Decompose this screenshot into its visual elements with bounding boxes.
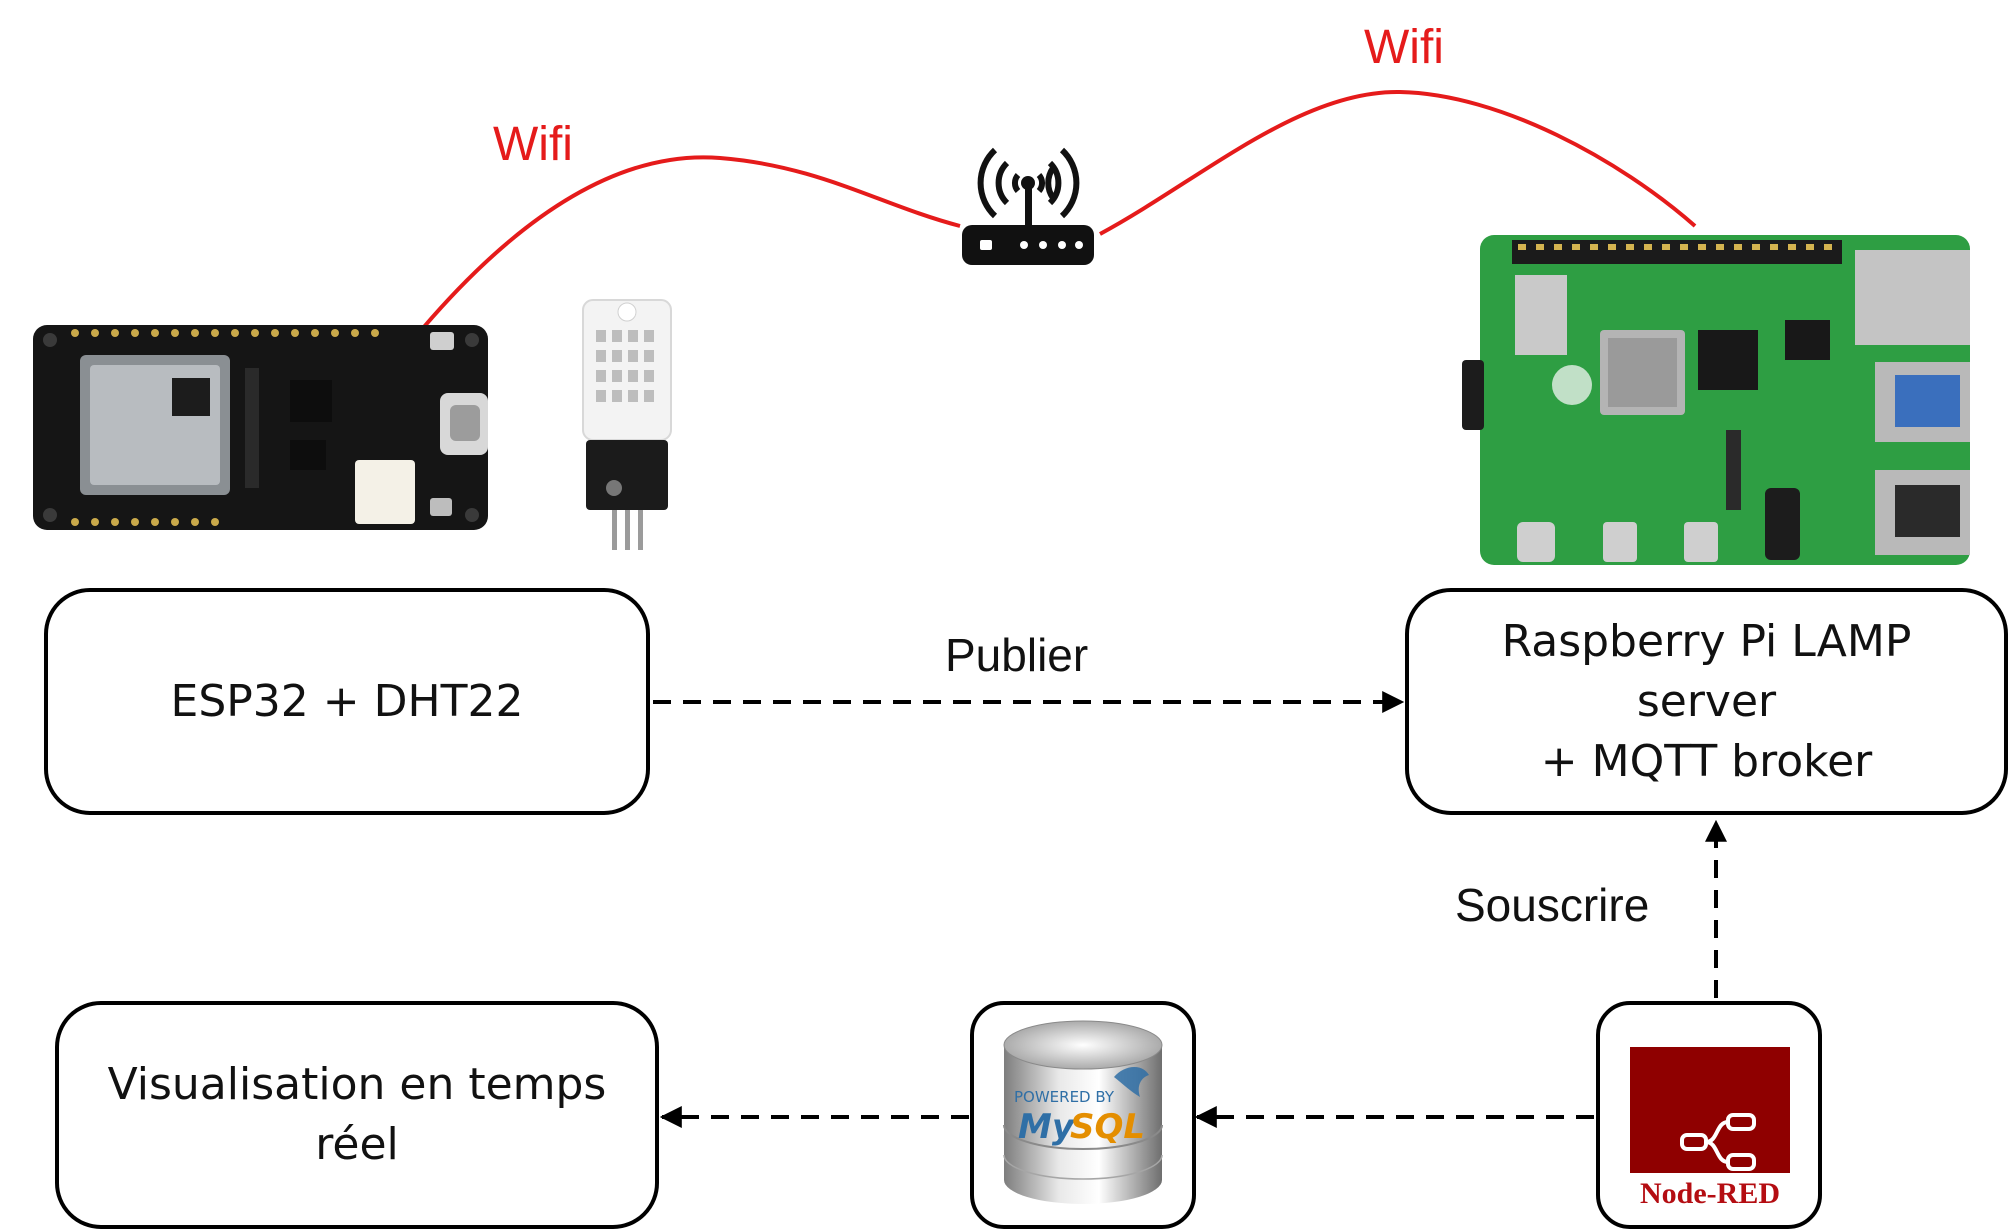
publish-label: Publier: [945, 629, 1089, 681]
raspberry-pi-label-line-1: Raspberry Pi LAMP: [1501, 615, 1912, 667]
mysql-database-icon: POWERED BY My SQL: [1003, 1020, 1163, 1204]
raspberry-pi-label-line-3: + MQTT broker: [1540, 735, 1873, 787]
visualisation-label-line-1: Visualisation en temps: [107, 1059, 607, 1110]
wifi-router-icon: [962, 147, 1094, 265]
raspberry-pi-node: Raspberry Pi LAMP server + MQTT broker: [1405, 588, 2008, 815]
mysql-node: POWERED BY My SQL: [970, 1001, 1196, 1229]
wifi-label-right: Wifi: [1364, 21, 1444, 74]
raspberry-pi-image: [1462, 235, 1970, 565]
wifi-link-left: [421, 155, 961, 330]
mysql-powered-text: POWERED BY: [1014, 1088, 1115, 1106]
esp32-node-label: ESP32 + DHT22: [170, 675, 524, 727]
esp32-node: ESP32 + DHT22: [44, 588, 650, 815]
mysql-sql-text: SQL: [1070, 1107, 1145, 1147]
subscribe-label: Souscrire: [1455, 879, 1650, 931]
nodered-logo-text: Node-RED: [1640, 1177, 1780, 1210]
wifi-label-left: Wifi: [493, 118, 573, 171]
raspberry-pi-label-line-2: server: [1636, 675, 1777, 727]
nodered-node: Node-RED: [1596, 1001, 1822, 1229]
mysql-my-text: My: [1018, 1107, 1076, 1147]
nodered-logo-icon: Node-RED: [1630, 1047, 1790, 1217]
dht22-sensor-image: [582, 299, 672, 550]
visualisation-node: Visualisation en temps réel: [55, 1001, 659, 1229]
esp32-board-image: [33, 325, 488, 530]
wifi-link-right: [1099, 89, 1697, 236]
visualisation-label-line-2: réel: [315, 1119, 399, 1170]
